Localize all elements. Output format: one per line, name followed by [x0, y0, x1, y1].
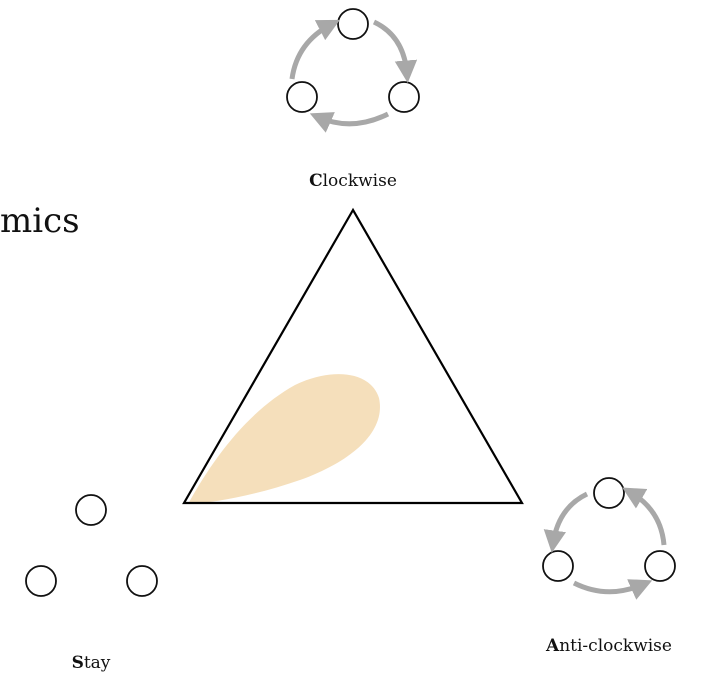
- simplex-triangle: [182, 207, 524, 505]
- anticlockwise-cycle-icon: [542, 477, 676, 600]
- node-circle: [286, 81, 318, 113]
- node-circle: [593, 477, 625, 509]
- stay-label: Stay: [72, 653, 111, 673]
- cycle-arrow: [543, 491, 589, 553]
- clockwise-label: Clockwise: [309, 171, 397, 191]
- cycle-arrow: [572, 579, 653, 600]
- heading-fragment: mics: [0, 201, 80, 241]
- basin-region: [188, 374, 380, 504]
- node-circle: [75, 494, 107, 526]
- node-circle: [337, 8, 369, 40]
- stay-nodes-icon: [25, 494, 158, 597]
- cycle-arrow: [372, 19, 418, 83]
- node-circle: [644, 550, 676, 582]
- clockwise-cycle-icon: [286, 8, 420, 133]
- node-circle: [25, 565, 57, 597]
- node-circle: [388, 81, 420, 113]
- anticlockwise-label: Anti-clockwise: [545, 636, 672, 656]
- cycle-arrow: [289, 19, 341, 80]
- cycle-arrow: [622, 487, 667, 546]
- cycle-arrow: [309, 111, 390, 133]
- node-circle: [542, 550, 574, 582]
- node-circle: [126, 565, 158, 597]
